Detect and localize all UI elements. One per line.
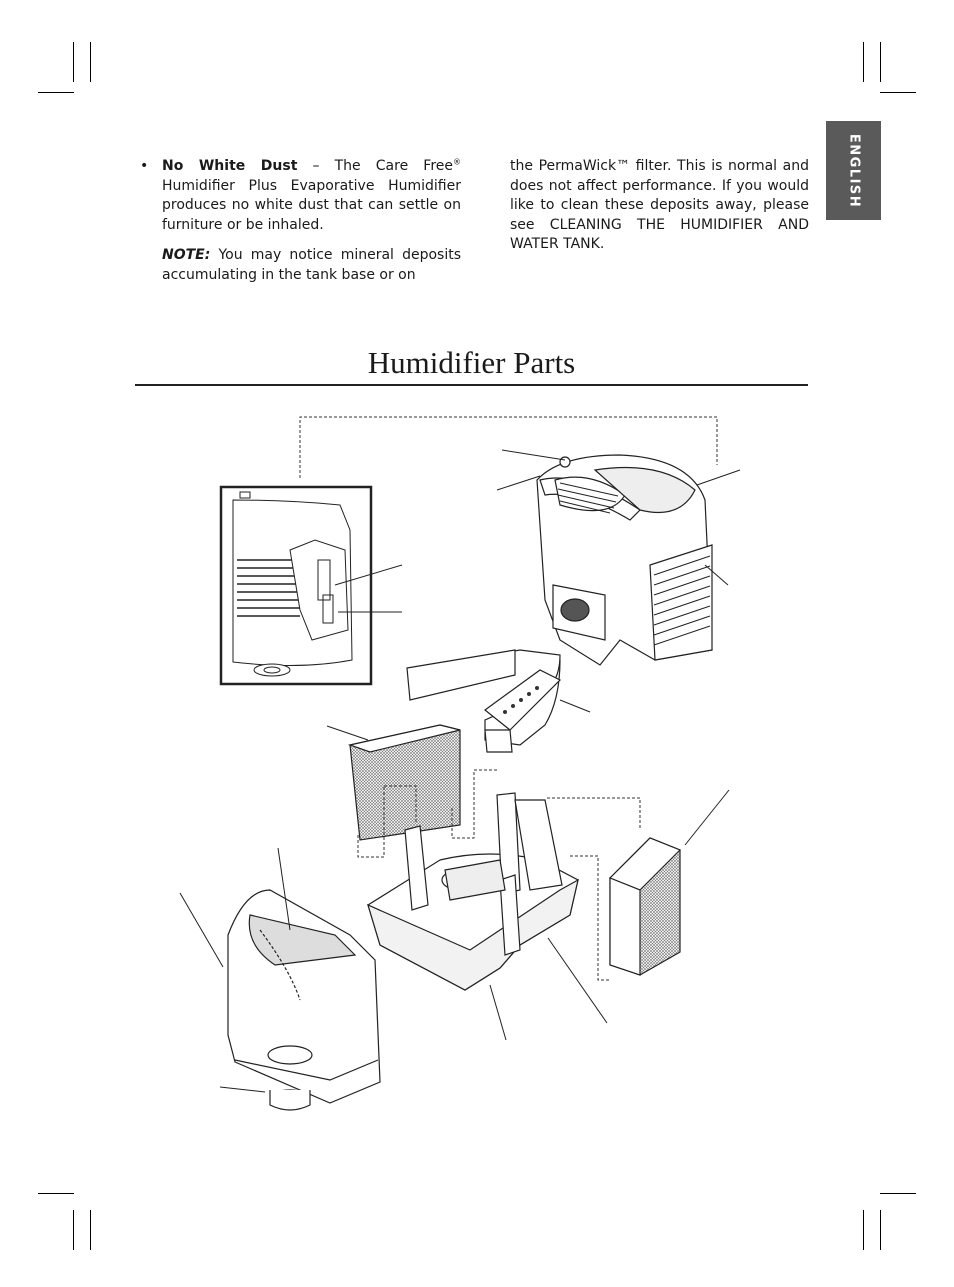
crop-mark [90,1210,91,1250]
language-tab: ENGLISH [826,121,881,220]
wick-filter-right [608,837,682,976]
dashed-guide [299,416,718,478]
note-text-right: the PermaWick™ filter. This is normal an… [510,158,809,253]
crop-mark [880,1210,881,1250]
title-rule [135,384,808,386]
leader-line [496,475,541,491]
leader-line [559,699,591,713]
bullet-item: • No White Dust – The Care Free® Humidif… [140,157,461,235]
section-title: Humidifier Parts [367,345,576,380]
leader-line [219,1086,266,1093]
crop-mark [880,42,881,82]
inset-detail [219,485,373,686]
crop-mark [73,42,74,82]
float-tray [406,649,562,753]
leader-line [684,789,730,846]
note-text-left: You may notice mineral deposits accumula… [162,247,461,283]
leader-line [547,937,608,1024]
crop-mark [38,1193,74,1194]
base-tank [367,792,579,991]
note-label: NOTE: [162,247,211,264]
humidifier-parts-diagram [179,416,741,1111]
crop-mark [38,92,74,93]
leader-line [704,564,729,586]
leader-line [489,984,507,1041]
leader-line [501,449,566,461]
dashed-guide [547,797,641,981]
bullet-text-after: Humidifier Plus Evaporative Humidifier p… [162,177,461,233]
leader-line [696,469,741,486]
right-column: the PermaWick™ filter. This is normal an… [510,157,809,255]
crop-mark [863,42,864,82]
leader-line [334,564,403,586]
left-column: • No White Dust – The Care Free® Humidif… [140,157,461,286]
bullet-text-before: – The Care Free [297,158,454,174]
dashed-guide [357,769,498,858]
crop-mark [880,92,916,93]
crop-mark [880,1193,916,1194]
language-tab-label: ENGLISH [846,133,861,208]
crop-mark [73,1210,74,1250]
bullet-marker: • [140,158,149,174]
bullet-title: No White Dust [162,158,298,174]
leader-line [326,725,369,741]
bullet-text: No White Dust – The Care Free® Humidifie… [162,157,461,235]
crop-mark [863,1210,864,1250]
leader-line [179,892,224,968]
water-tank [227,889,381,1111]
wick-filter-left [347,724,461,841]
leader-line [277,847,291,931]
top-housing [536,454,713,666]
note-paragraph: NOTE: You may notice mineral deposits ac… [162,246,461,285]
registered-mark: ® [453,157,461,167]
crop-mark [90,42,91,82]
